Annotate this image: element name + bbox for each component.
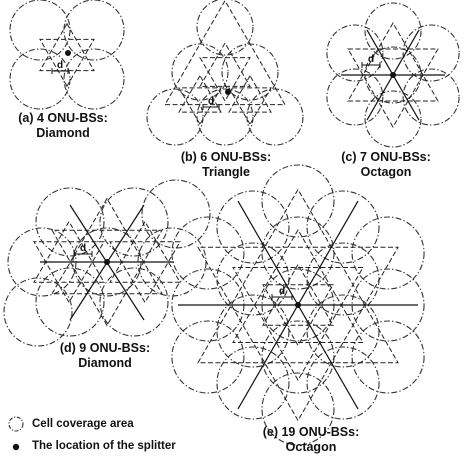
coverage-circle-e-inner-1 xyxy=(306,294,380,368)
panel-e-diagram: d xyxy=(171,164,425,446)
coverage-circle-e-mid-2 xyxy=(306,346,380,420)
coverage-circle-c-4 xyxy=(326,24,384,82)
triangle-star-a-up xyxy=(39,22,95,72)
splitter-dot-d xyxy=(104,259,110,265)
coverage-circle-e-mid-6 xyxy=(306,190,380,264)
coverage-circle-e-outer-5 xyxy=(261,164,335,238)
coverage-circle-c-2 xyxy=(364,90,422,148)
coverage-circle-a-3 xyxy=(9,48,71,110)
panel-c-diagram: d xyxy=(326,2,460,148)
triangle-star-e-3-up xyxy=(262,263,334,326)
coverage-circle-b-1 xyxy=(196,0,254,56)
coverage-circle-e-outer-3 xyxy=(171,320,245,394)
panel-b-diagram: d xyxy=(146,0,304,146)
distance-marker-d-label: d xyxy=(80,243,86,254)
coverage-circle-e-mid-1 xyxy=(351,268,425,342)
panel-d-diagram: d xyxy=(3,179,211,347)
caption-b-title: (b) 6 ONU-BSs: xyxy=(180,150,272,164)
caption-e: (e) 19 ONU-BSs: Octagon xyxy=(246,425,376,455)
triangle-star-c-down xyxy=(347,48,439,129)
caption-c-title: (c) 7 ONU-BSs: xyxy=(341,150,431,164)
caption-b: (b) 6 ONU-BSs: Triangle xyxy=(166,150,286,180)
coverage-circle-e-outer-1 xyxy=(351,320,425,394)
caption-d-shape: Diamond xyxy=(78,356,132,370)
coverage-circle-b-5 xyxy=(196,88,254,146)
coverage-circle-e-outer-2 xyxy=(261,372,335,446)
triangle-star-d-1-down xyxy=(51,229,163,327)
triangle-star-c-up xyxy=(347,21,439,102)
caption-b-shape: Triangle xyxy=(202,165,250,179)
triangle-star-a-down xyxy=(39,38,95,88)
caption-c-shape: Octagon xyxy=(360,165,412,179)
triangle-star-b-3-up xyxy=(228,74,272,113)
triangle-star-d-3-up xyxy=(109,220,181,283)
coverage-circle-a-1 xyxy=(9,0,71,61)
caption-a-shape: Diamond xyxy=(36,126,90,140)
triangle-star-d-1-up xyxy=(51,197,163,295)
coverage-circle-b-6 xyxy=(246,88,304,146)
coverage-circle-c-6 xyxy=(402,24,460,82)
caption-a-title: (a) 4 ONU-BSs: xyxy=(18,111,108,125)
coverage-circle-e-outer-4 xyxy=(171,216,245,290)
triangle-star-b-3-down xyxy=(228,87,272,126)
triangle-star-e-1-up xyxy=(197,188,399,364)
triangle-star-b-2-up xyxy=(178,74,222,113)
caption-d-title: (d) 9 ONU-BSs: xyxy=(59,341,151,355)
coverage-circle-a-4 xyxy=(63,48,125,110)
coverage-circle-c-3 xyxy=(326,68,384,126)
caption-c: (c) 7 ONU-BSs: Octagon xyxy=(326,150,446,180)
coverage-circle-d-2 xyxy=(99,187,169,257)
coverage-circle-d-8 xyxy=(3,277,73,347)
splitter-dot-c xyxy=(390,72,396,78)
triangle-star-e-2-up xyxy=(232,228,364,343)
splitter-dot-a xyxy=(65,50,71,56)
triangle-star-d-3-down xyxy=(109,241,181,304)
coverage-circle-d-9 xyxy=(141,179,211,249)
triangle-star-e-2-down xyxy=(232,267,364,382)
splitter-dot-e xyxy=(295,302,301,308)
triangle-star-b-1-up xyxy=(199,42,251,87)
coverage-circle-b-4 xyxy=(146,88,204,146)
triangle-star-d-2-down xyxy=(33,241,105,304)
triangle-star-d-2-up xyxy=(33,220,105,283)
coverage-circle-e-inner-5 xyxy=(261,216,335,290)
coverage-circle-a-2 xyxy=(63,0,125,61)
caption-a: (a) 4 ONU-BSs: Diamond xyxy=(8,111,118,141)
triangle-star-e-1-down xyxy=(197,246,399,422)
coverage-circle-e-mid-3 xyxy=(216,346,290,420)
legend-coverage-label: Cell coverage area xyxy=(32,418,134,430)
dash-dot-circle-icon xyxy=(8,416,24,432)
coverage-circle-d-1 xyxy=(35,187,105,257)
coverage-circle-e-inner-4 xyxy=(216,242,290,316)
coverage-circle-e-inner-6 xyxy=(306,242,380,316)
coverage-circle-e-outer-6 xyxy=(351,216,425,290)
coverage-circle-e-inner-2 xyxy=(261,320,335,394)
coverage-circle-d-7 xyxy=(99,267,169,337)
triangle-star-e-3-down xyxy=(262,284,334,347)
filled-dot-icon xyxy=(12,443,20,451)
distance-marker-b-label: d xyxy=(208,96,214,107)
caption-e-title: (e) 19 ONU-BSs: xyxy=(262,425,360,439)
distance-marker-e-label: d xyxy=(279,286,285,297)
coverage-circle-e-mid-5 xyxy=(216,190,290,264)
triangle-star-b-2-down xyxy=(178,87,222,126)
coverage-circle-c-1 xyxy=(402,68,460,126)
panel-a-diagram: d xyxy=(9,0,125,110)
distance-marker-c-label: d xyxy=(368,54,374,65)
caption-d: (d) 9 ONU-BSs: Diamond xyxy=(45,341,165,371)
splitter-dot-b xyxy=(225,89,231,95)
coverage-circle-d-6 xyxy=(35,267,105,337)
triangle-star-b-1-down xyxy=(199,57,251,102)
caption-e-shape: Octagon xyxy=(285,440,337,454)
coverage-circle-e-inner-3 xyxy=(216,294,290,368)
legend-icons xyxy=(8,416,24,451)
coverage-circle-c-5 xyxy=(364,2,422,60)
legend-splitter-label: The location of the splitter xyxy=(32,440,176,452)
distance-marker-a-label: d xyxy=(57,60,63,71)
